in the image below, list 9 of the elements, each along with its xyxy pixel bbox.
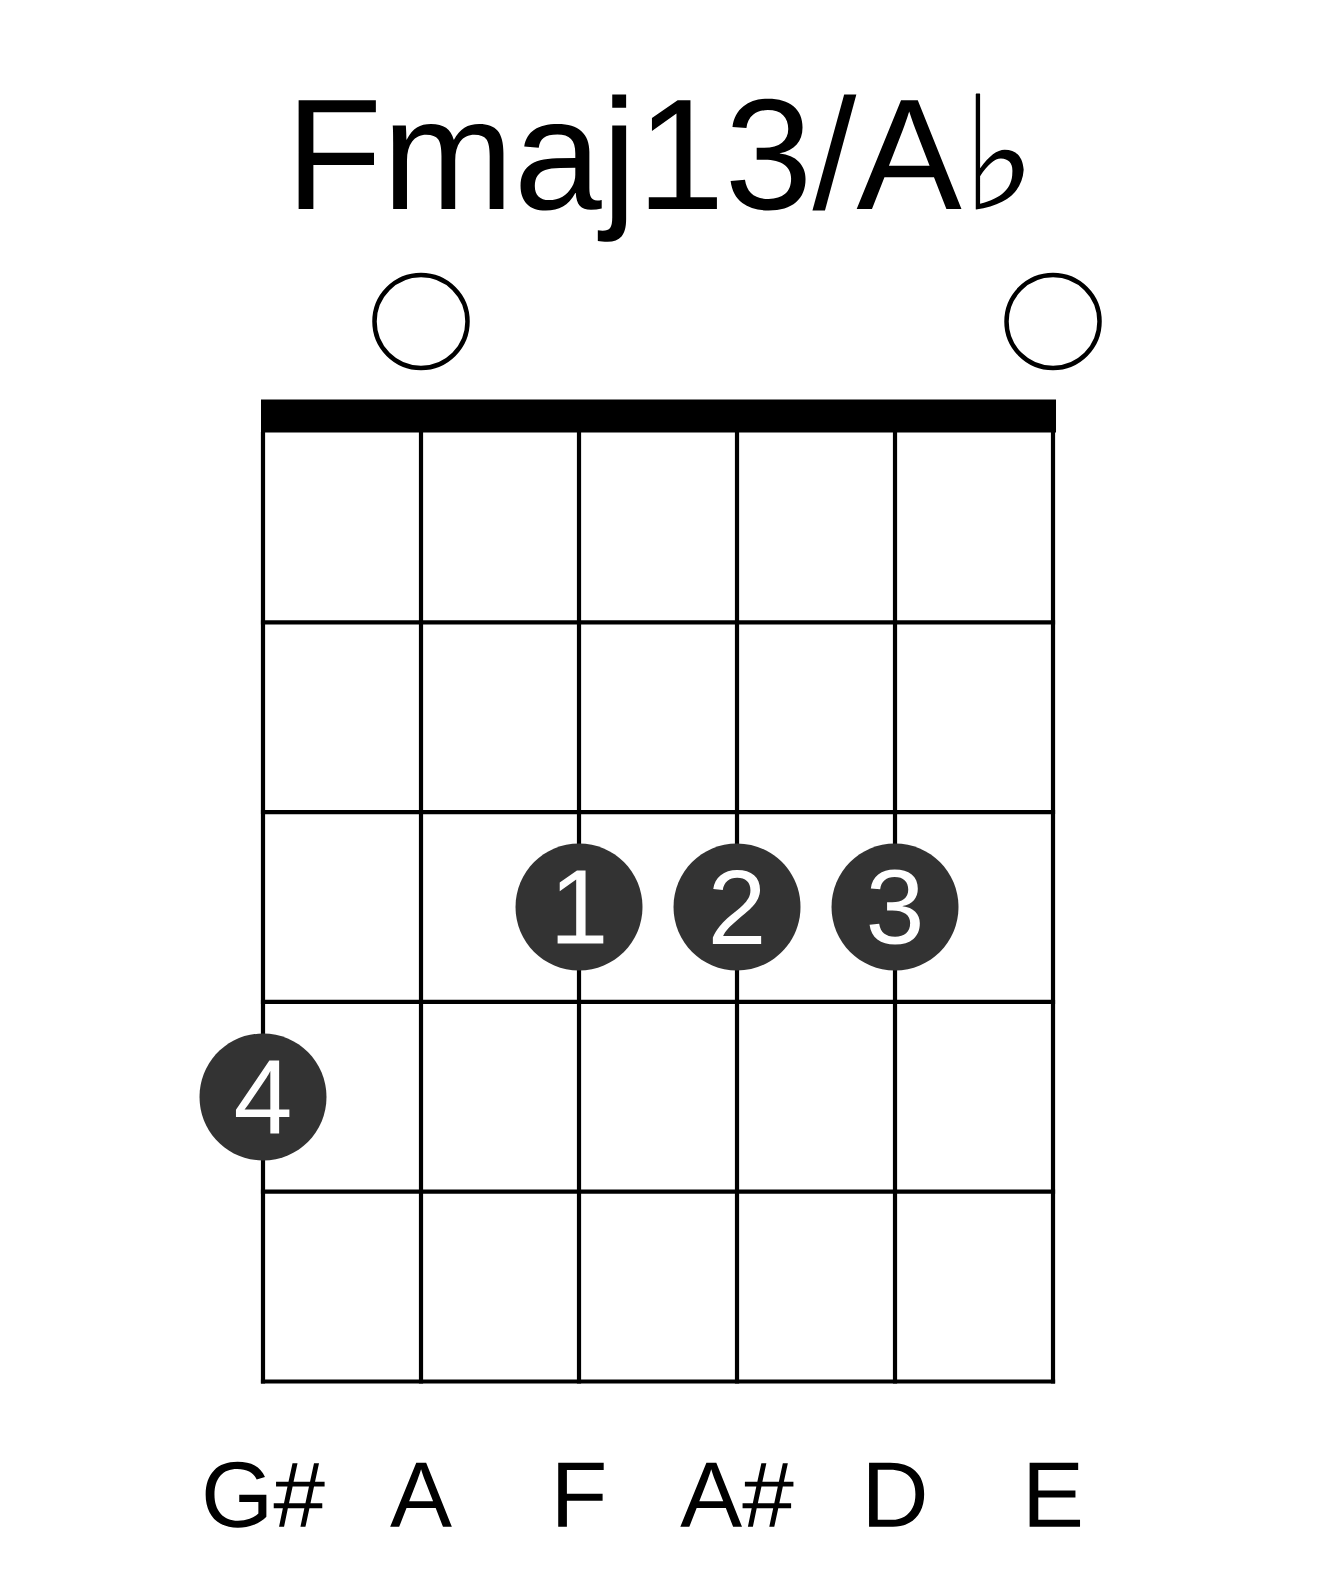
note-name: G# bbox=[205, 1461, 325, 1528]
open-string-circle bbox=[372, 272, 470, 371]
note-name: D bbox=[869, 1462, 925, 1527]
note-name: A# bbox=[680, 1462, 794, 1527]
note-name: A bbox=[390, 1462, 452, 1527]
note-name: E bbox=[1029, 1462, 1081, 1527]
chord-title: Fmaj13/A♭ bbox=[298, 93, 1024, 242]
open-string-circle bbox=[1004, 272, 1102, 371]
note-name: F bbox=[558, 1462, 604, 1527]
